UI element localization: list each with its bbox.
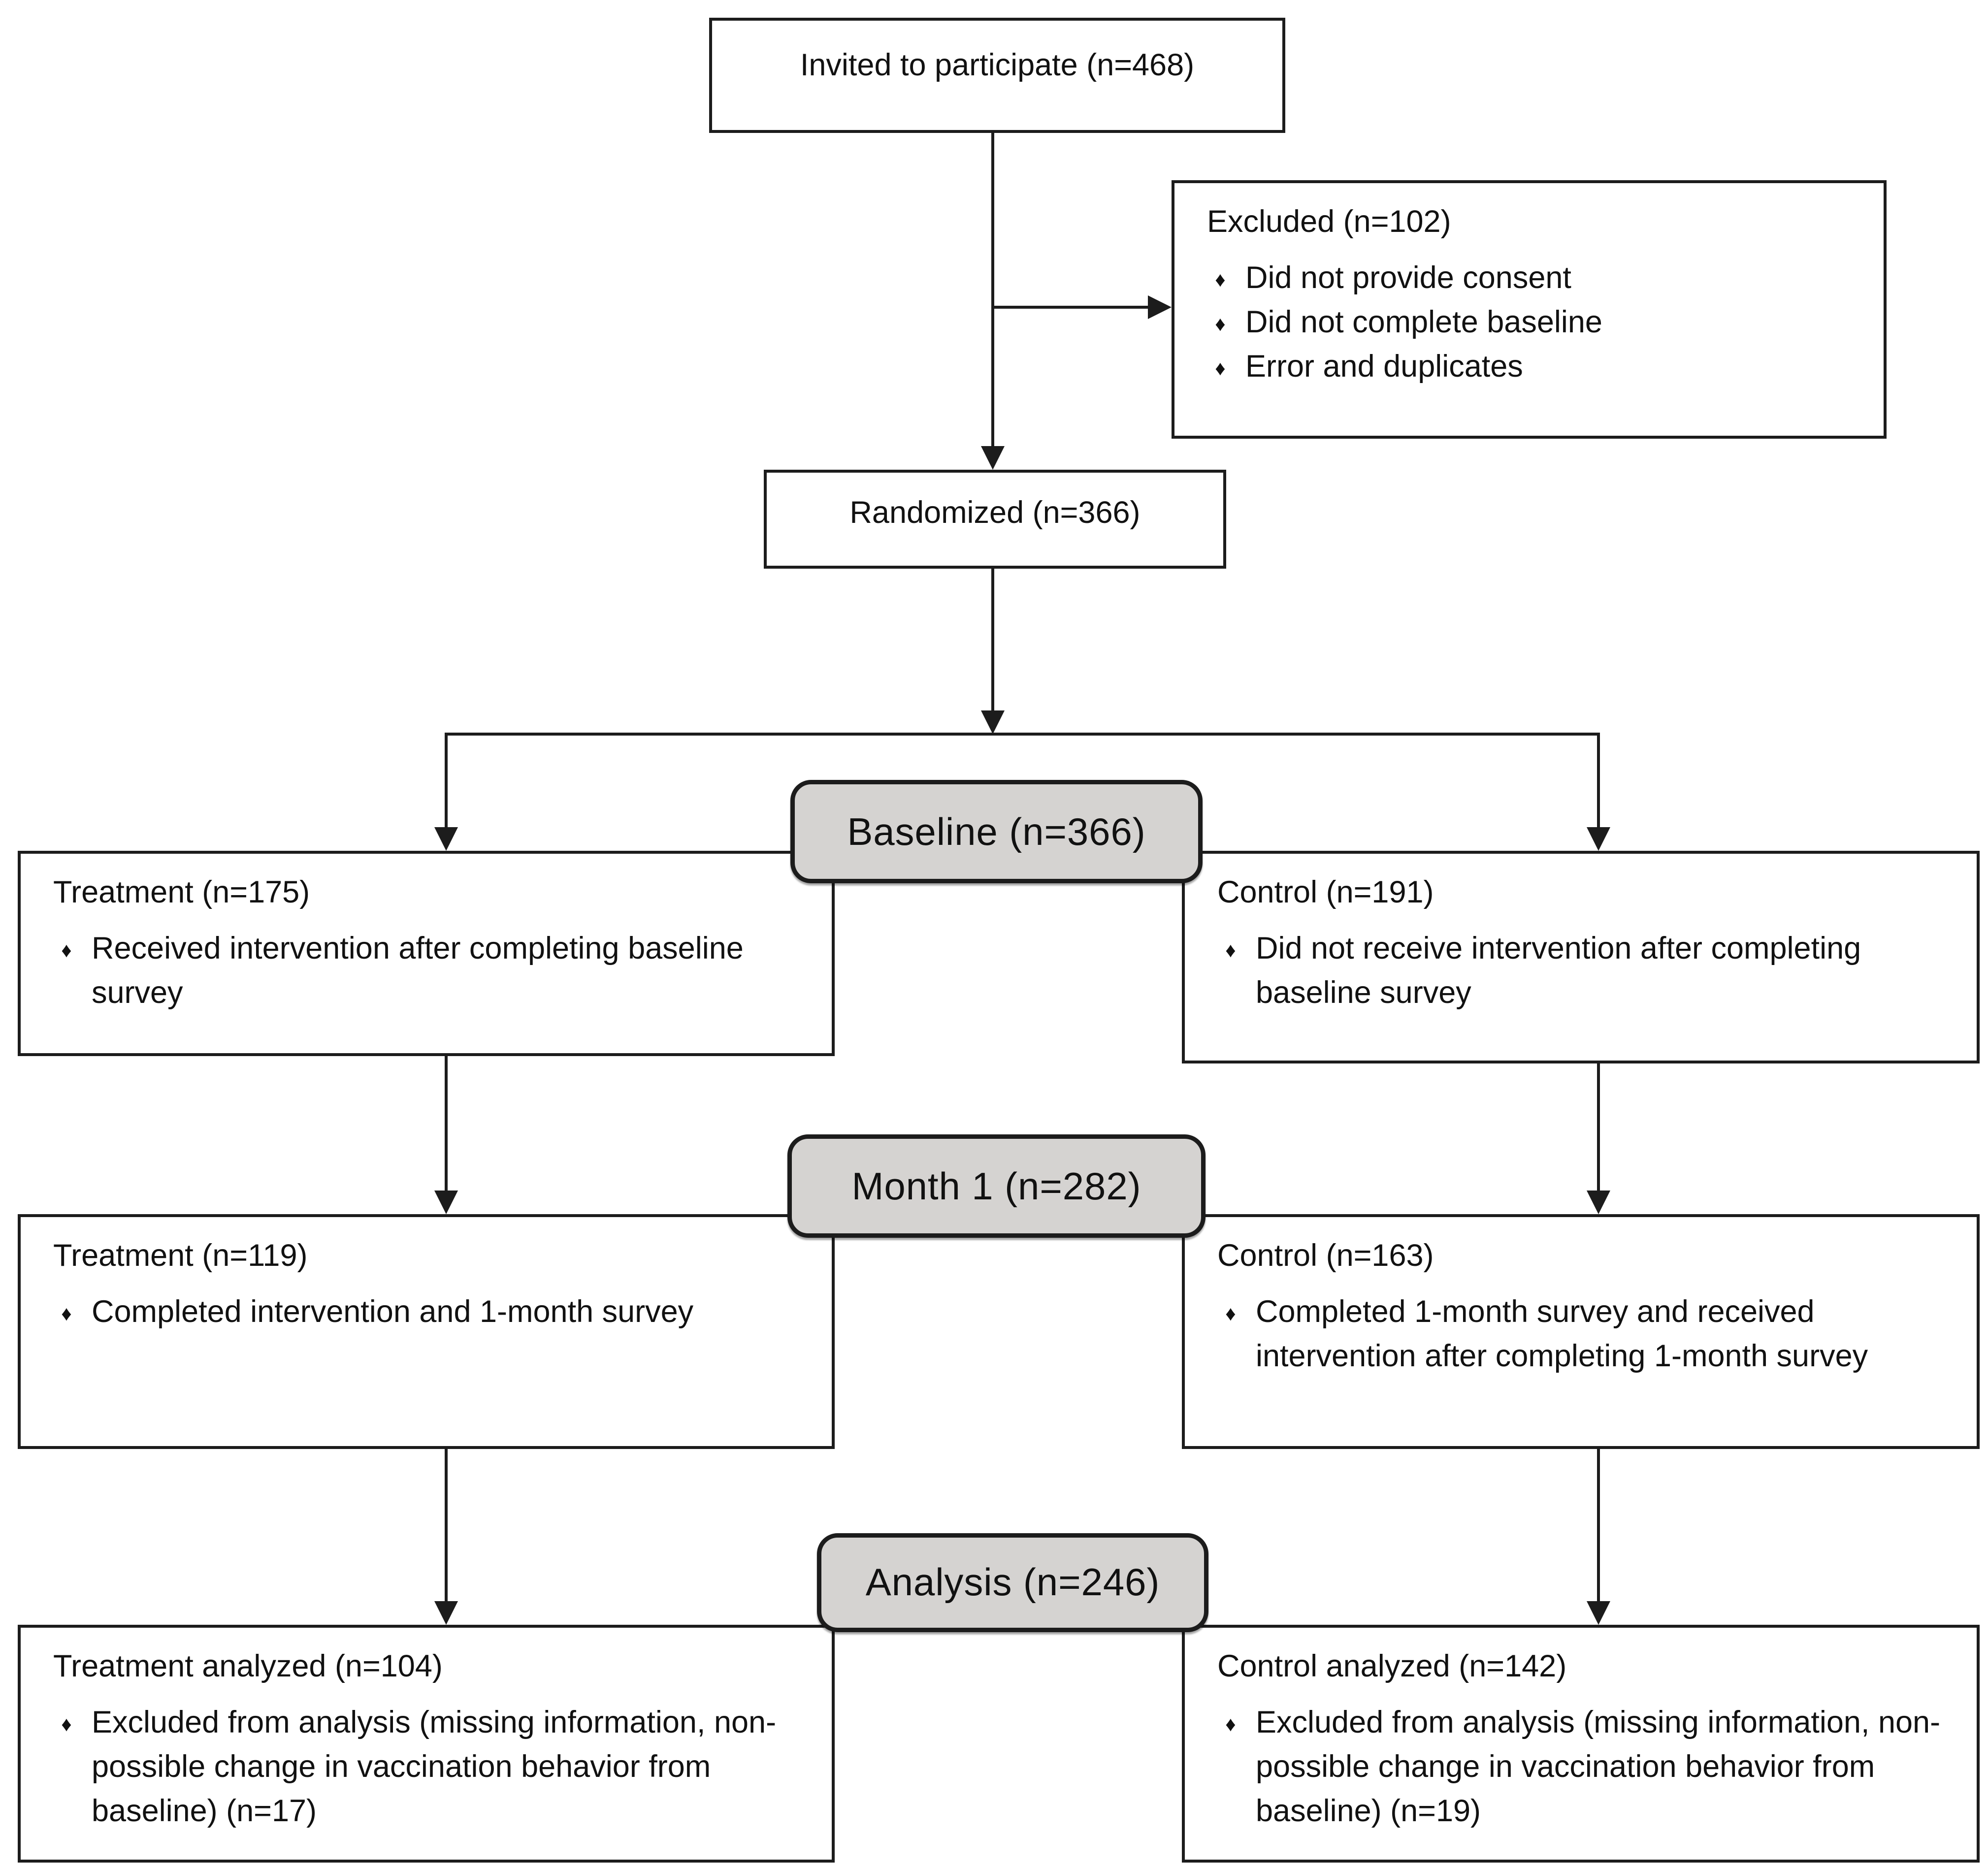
invited-text: Invited to participate (n=468) xyxy=(800,49,1195,83)
bullet-text: Did not provide consent xyxy=(1245,261,1571,295)
excluded-bullet-list: ♦ Did not provide consent ♦ Did not comp… xyxy=(1195,257,1875,390)
arrowhead-down-icon xyxy=(434,827,458,851)
connector-line xyxy=(1597,734,1600,829)
connector-line xyxy=(444,734,448,829)
stage-baseline-text: Baseline (n=366) xyxy=(847,808,1146,853)
arrowhead-down-icon xyxy=(434,1191,458,1214)
diamond-bullet-icon: ♦ xyxy=(1225,1301,1236,1325)
arrowhead-down-icon xyxy=(1587,1601,1610,1625)
bullet-item: ♦ Received intervention after completing… xyxy=(41,928,823,1016)
bullet-text: Completed 1-month survey and received in… xyxy=(1256,1295,1868,1374)
box-title: Control (n=163) xyxy=(1217,1239,1434,1273)
bullet-text: Completed intervention and 1-month surve… xyxy=(92,1295,694,1329)
bullet-text: Error and duplicates xyxy=(1245,350,1523,384)
baseline-control-box: Control (n=191) ♦ Did not receive interv… xyxy=(1182,851,1980,1063)
stage-analysis-text: Analysis (n=246) xyxy=(865,1560,1160,1604)
connector-line xyxy=(444,1056,448,1192)
bullet-item: ♦ Completed intervention and 1-month sur… xyxy=(41,1291,823,1335)
arrowhead-down-icon xyxy=(981,710,1005,734)
arrowhead-down-icon xyxy=(434,1601,458,1625)
bullet-item: ♦ Excluded from analysis (missing inform… xyxy=(41,1702,823,1835)
arrowhead-down-icon xyxy=(1587,1191,1610,1214)
connector-line xyxy=(445,732,1600,736)
box-title: Control analyzed (n=142) xyxy=(1217,1650,1567,1684)
arrowhead-down-icon xyxy=(1587,827,1610,851)
bullet-text: Excluded from analysis (missing informat… xyxy=(92,1706,777,1829)
diamond-bullet-icon: ♦ xyxy=(61,938,72,962)
stage-analysis: Analysis (n=246) xyxy=(817,1533,1208,1632)
stage-baseline: Baseline (n=366) xyxy=(790,780,1203,883)
analysis-control-box: Control analyzed (n=142) ♦ Excluded from… xyxy=(1182,1625,1980,1863)
month1-treatment-box: Treatment (n=119) ♦ Completed interventi… xyxy=(18,1214,835,1449)
diamond-bullet-icon: ♦ xyxy=(61,1712,72,1736)
box-title: Treatment (n=119) xyxy=(53,1239,308,1273)
diamond-bullet-icon: ♦ xyxy=(1215,356,1226,380)
connector-line xyxy=(444,1449,448,1603)
bullet-item: ♦ Completed 1-month survey and received … xyxy=(1206,1291,1968,1380)
connector-line xyxy=(1597,1449,1600,1603)
arrowhead-right-icon xyxy=(1148,295,1172,319)
box-title: Control (n=191) xyxy=(1217,876,1434,910)
diamond-bullet-icon: ♦ xyxy=(1215,312,1226,335)
excluded-box: Excluded (n=102) ♦ Did not provide conse… xyxy=(1172,180,1887,439)
connector-line xyxy=(991,133,995,449)
bullet-item: ♦ Did not provide consent xyxy=(1195,257,1875,301)
invited-box: Invited to participate (n=468) xyxy=(709,18,1285,133)
month1-control-box: Control (n=163) ♦ Completed 1-month surv… xyxy=(1182,1214,1980,1449)
bullet-item: ♦ Excluded from analysis (missing inform… xyxy=(1206,1702,1968,1835)
box-title: Treatment (n=175) xyxy=(53,876,310,910)
stage-month1-text: Month 1 (n=282) xyxy=(851,1163,1141,1208)
connector-line xyxy=(1597,1063,1600,1192)
box-title: Treatment analyzed (n=104) xyxy=(53,1650,443,1684)
diamond-bullet-icon: ♦ xyxy=(1225,938,1236,962)
randomized-box: Randomized (n=366) xyxy=(764,470,1226,569)
diamond-bullet-icon: ♦ xyxy=(1215,267,1226,291)
diamond-bullet-icon: ♦ xyxy=(61,1301,72,1325)
analysis-treatment-box: Treatment analyzed (n=104) ♦ Excluded fr… xyxy=(18,1625,835,1863)
bullet-item: ♦ Error and duplicates xyxy=(1195,346,1875,390)
baseline-treatment-box: Treatment (n=175) ♦ Received interventio… xyxy=(18,851,835,1056)
excluded-title: Excluded (n=102) xyxy=(1207,205,1451,239)
arrowhead-down-icon xyxy=(981,446,1005,470)
stage-month1: Month 1 (n=282) xyxy=(787,1134,1206,1238)
bullet-text: Received intervention after completing b… xyxy=(92,932,744,1010)
bullet-text: Did not complete baseline xyxy=(1245,306,1602,340)
bullet-text: Excluded from analysis (missing informat… xyxy=(1256,1706,1941,1829)
bullet-text: Did not receive intervention after compl… xyxy=(1256,932,1861,1010)
connector-line xyxy=(991,569,995,712)
diamond-bullet-icon: ♦ xyxy=(1225,1712,1236,1736)
bullet-item: ♦ Did not receive intervention after com… xyxy=(1206,928,1968,1016)
randomized-text: Randomized (n=366) xyxy=(849,495,1141,530)
connector-line xyxy=(993,305,1149,309)
bullet-item: ♦ Did not complete baseline xyxy=(1195,301,1875,346)
